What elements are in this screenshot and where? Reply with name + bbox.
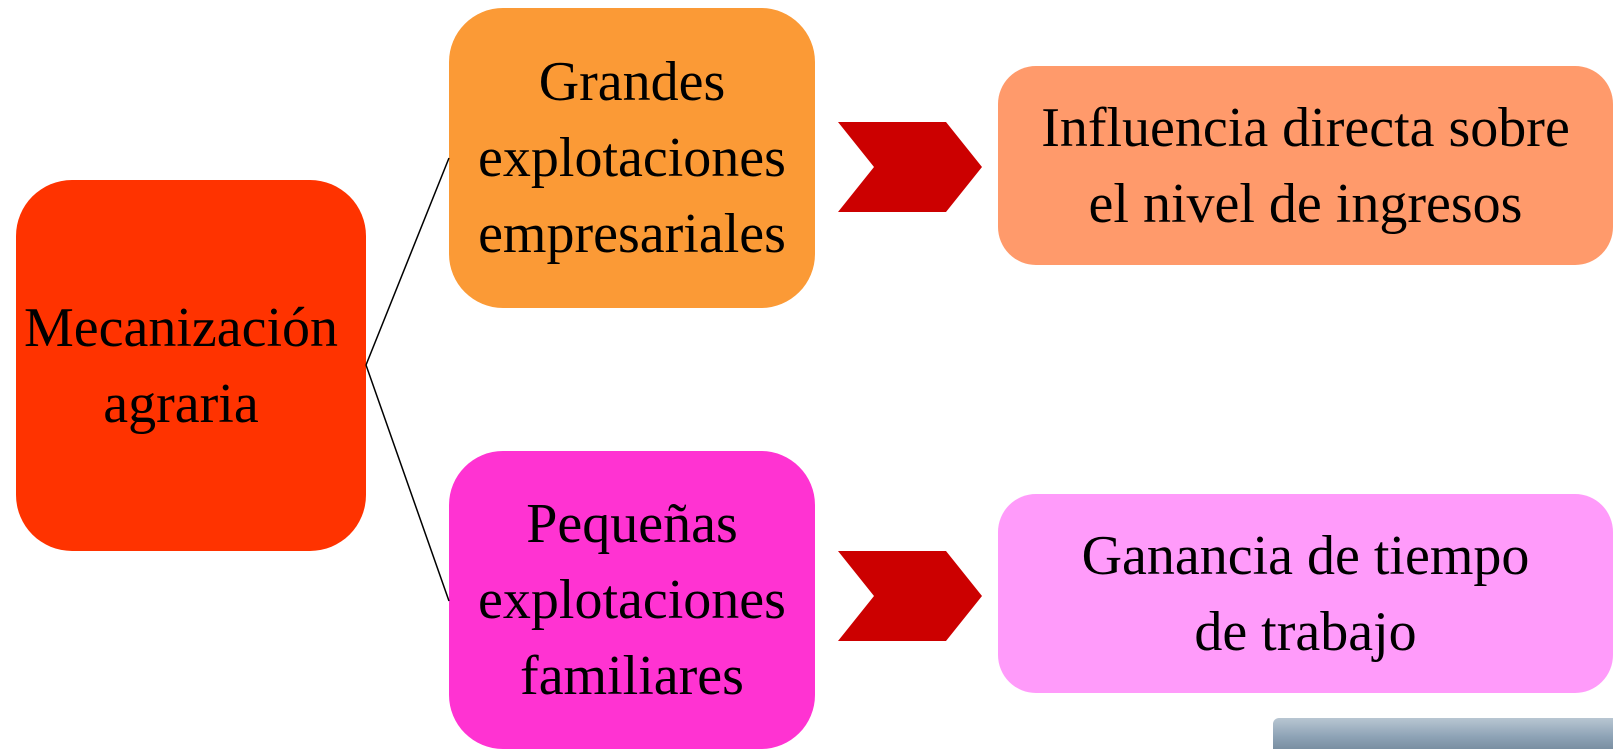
- chevron-arrow-icon: [838, 122, 982, 212]
- result-node-label: Influencia directa sobre el nivel de ing…: [1041, 96, 1570, 235]
- root-node-label: Mecanización agraria: [23, 296, 339, 435]
- connector-line-top: [365, 157, 450, 366]
- photo-thumbnail: [1273, 718, 1613, 749]
- result-node-label: Ganancia de tiempo de trabajo: [1081, 524, 1530, 663]
- root-node-mecanizacion: Mecanización agraria: [16, 180, 366, 551]
- category-node-label: Grandes explotaciones empresariales: [478, 51, 786, 265]
- result-node-ingresos: Influencia directa sobre el nivel de ing…: [998, 66, 1613, 265]
- category-node-grandes: Grandes explotaciones empresariales: [449, 8, 815, 308]
- chevron-arrow-icon: [838, 551, 982, 641]
- result-node-tiempo: Ganancia de tiempo de trabajo: [998, 494, 1613, 693]
- category-node-label: Pequeñas explotaciones familiares: [478, 493, 786, 707]
- connector-line-bottom: [365, 364, 450, 602]
- category-node-pequenas: Pequeñas explotaciones familiares: [449, 451, 815, 749]
